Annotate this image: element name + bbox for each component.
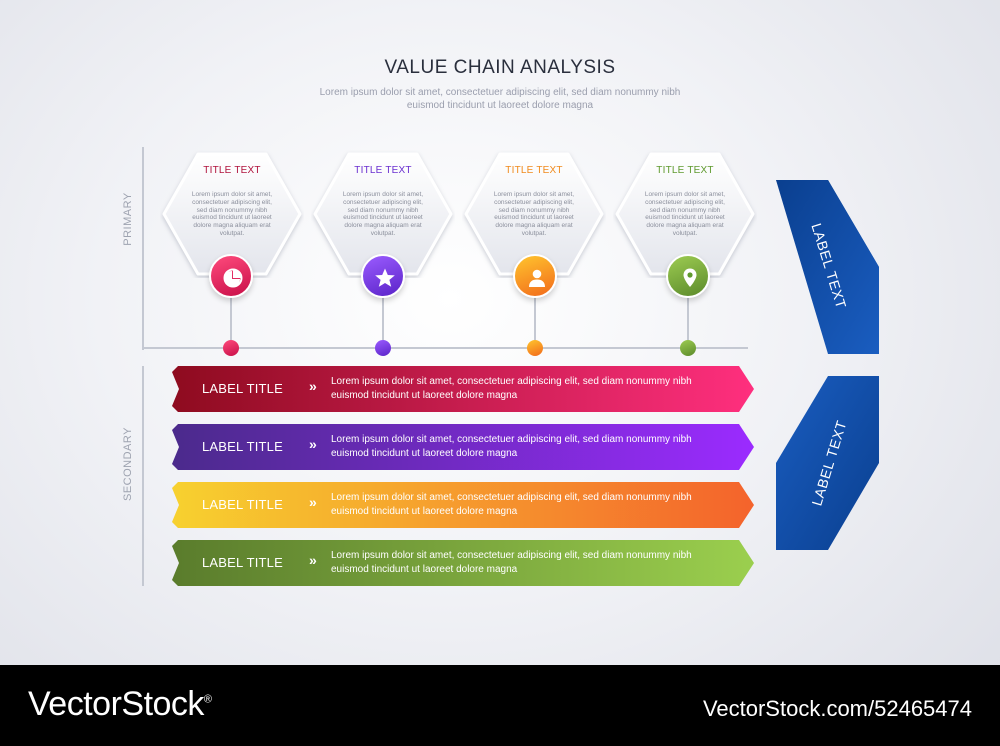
primary-card-text: Lorem ipsum dolor sit amet, consectetuer… (644, 191, 726, 237)
page-subtitle: Lorem ipsum dolor sit amet, consectetuer… (319, 87, 681, 111)
pie-chart-icon (223, 268, 243, 288)
primary-connector-4 (687, 295, 689, 347)
hexagon-shape (313, 152, 453, 276)
secondary-bar-title: LABEL TITLE (202, 555, 283, 570)
secondary-bar-text: Lorem ipsum dolor sit amet, consectetuer… (331, 434, 692, 459)
secondary-bar-text: Lorem ipsum dolor sit amet, consectetuer… (331, 376, 692, 401)
primary-connector-1 (230, 295, 232, 347)
primary-card-title: TITLE TEXT (203, 165, 261, 176)
primary-card-title: TITLE TEXT (656, 165, 714, 176)
secondary-bar-1: LABEL TITLE » Lorem ipsum dolor sit amet, … (172, 366, 755, 412)
footer-logo-text: VectorStock (28, 685, 204, 723)
location-pin-icon (683, 268, 697, 287)
secondary-axis-line (142, 366, 144, 586)
secondary-bar-title: LABEL TITLE (202, 497, 283, 512)
bar-shape (172, 366, 754, 412)
page-title: VALUE CHAIN ANALYSIS (384, 57, 616, 78)
user-icon (529, 269, 545, 287)
bar-shape (172, 540, 754, 586)
primary-card-1: TITLE TEXT Lorem ipsum dolor sit amet, co… (160, 150, 304, 278)
user-badge (513, 254, 557, 298)
primary-connector-3 (534, 295, 536, 347)
double-chevron-icon: » (309, 436, 317, 452)
primary-card-3: TITLE TEXT Lorem ipsum dolor sit amet, co… (462, 150, 606, 278)
secondary-bar-2: LABEL TITLE » Lorem ipsum dolor sit amet, … (172, 424, 755, 470)
primary-connector-2 (382, 295, 384, 347)
primary-axis-line (142, 147, 144, 350)
primary-card-text: Lorem ipsum dolor sit amet, consectetuer… (191, 191, 273, 237)
primary-card-2: TITLE TEXT Lorem ipsum dolor sit amet, co… (311, 150, 455, 278)
footer-logo: VectorStock® (28, 685, 212, 724)
baseline-dot-4 (680, 340, 696, 356)
secondary-bar-title: LABEL TITLE (202, 439, 283, 454)
secondary-bar-text: Lorem ipsum dolor sit amet, consectetuer… (331, 550, 692, 575)
double-chevron-icon: » (309, 552, 317, 568)
double-chevron-icon: » (309, 378, 317, 394)
hexagon-shape (464, 152, 604, 276)
baseline-dot-1 (223, 340, 239, 356)
value-chain-diagram: VALUE CHAIN ANALYSIS Lorem ipsum dolor s… (122, 57, 879, 586)
primary-card-text: Lorem ipsum dolor sit amet, consectetuer… (342, 191, 424, 237)
baseline-dot-3 (527, 340, 543, 356)
secondary-bar-3: LABEL TITLE » Lorem ipsum dolor sit amet, … (172, 482, 755, 528)
pie-chart-badge (209, 254, 253, 298)
star-badge (361, 254, 405, 298)
primary-axis-label: PRIMARY (122, 192, 134, 246)
star-icon (375, 268, 395, 287)
primary-side-banner (776, 180, 879, 354)
footer-image-id: VectorStock.com/52465474 (702, 696, 972, 721)
secondary-bar-text: Lorem ipsum dolor sit amet, consectetuer… (331, 492, 692, 517)
primary-card-title: TITLE TEXT (505, 165, 563, 176)
footer-logo-mark: ® (203, 693, 212, 706)
secondary-bar-4: LABEL TITLE » Lorem ipsum dolor sit amet, … (172, 540, 755, 586)
primary-card-4: TITLE TEXT Lorem ipsum dolor sit amet, co… (613, 150, 757, 278)
bar-shape (172, 424, 754, 470)
watermark-footer: VectorStock® VectorStock.com/52465474 (0, 665, 1000, 746)
hexagon-shape (615, 152, 755, 276)
secondary-bar-title: LABEL TITLE (202, 381, 283, 396)
double-chevron-icon: » (309, 494, 317, 510)
hexagon-shape (162, 152, 302, 276)
secondary-axis-label: SECONDARY (122, 427, 134, 501)
primary-card-title: TITLE TEXT (354, 165, 412, 176)
location-pin-badge (666, 254, 710, 298)
primary-baseline (142, 347, 748, 349)
baseline-dot-2 (375, 340, 391, 356)
secondary-side-banner (776, 376, 879, 550)
primary-card-text: Lorem ipsum dolor sit amet, consectetuer… (493, 191, 575, 237)
bar-shape (172, 482, 754, 528)
